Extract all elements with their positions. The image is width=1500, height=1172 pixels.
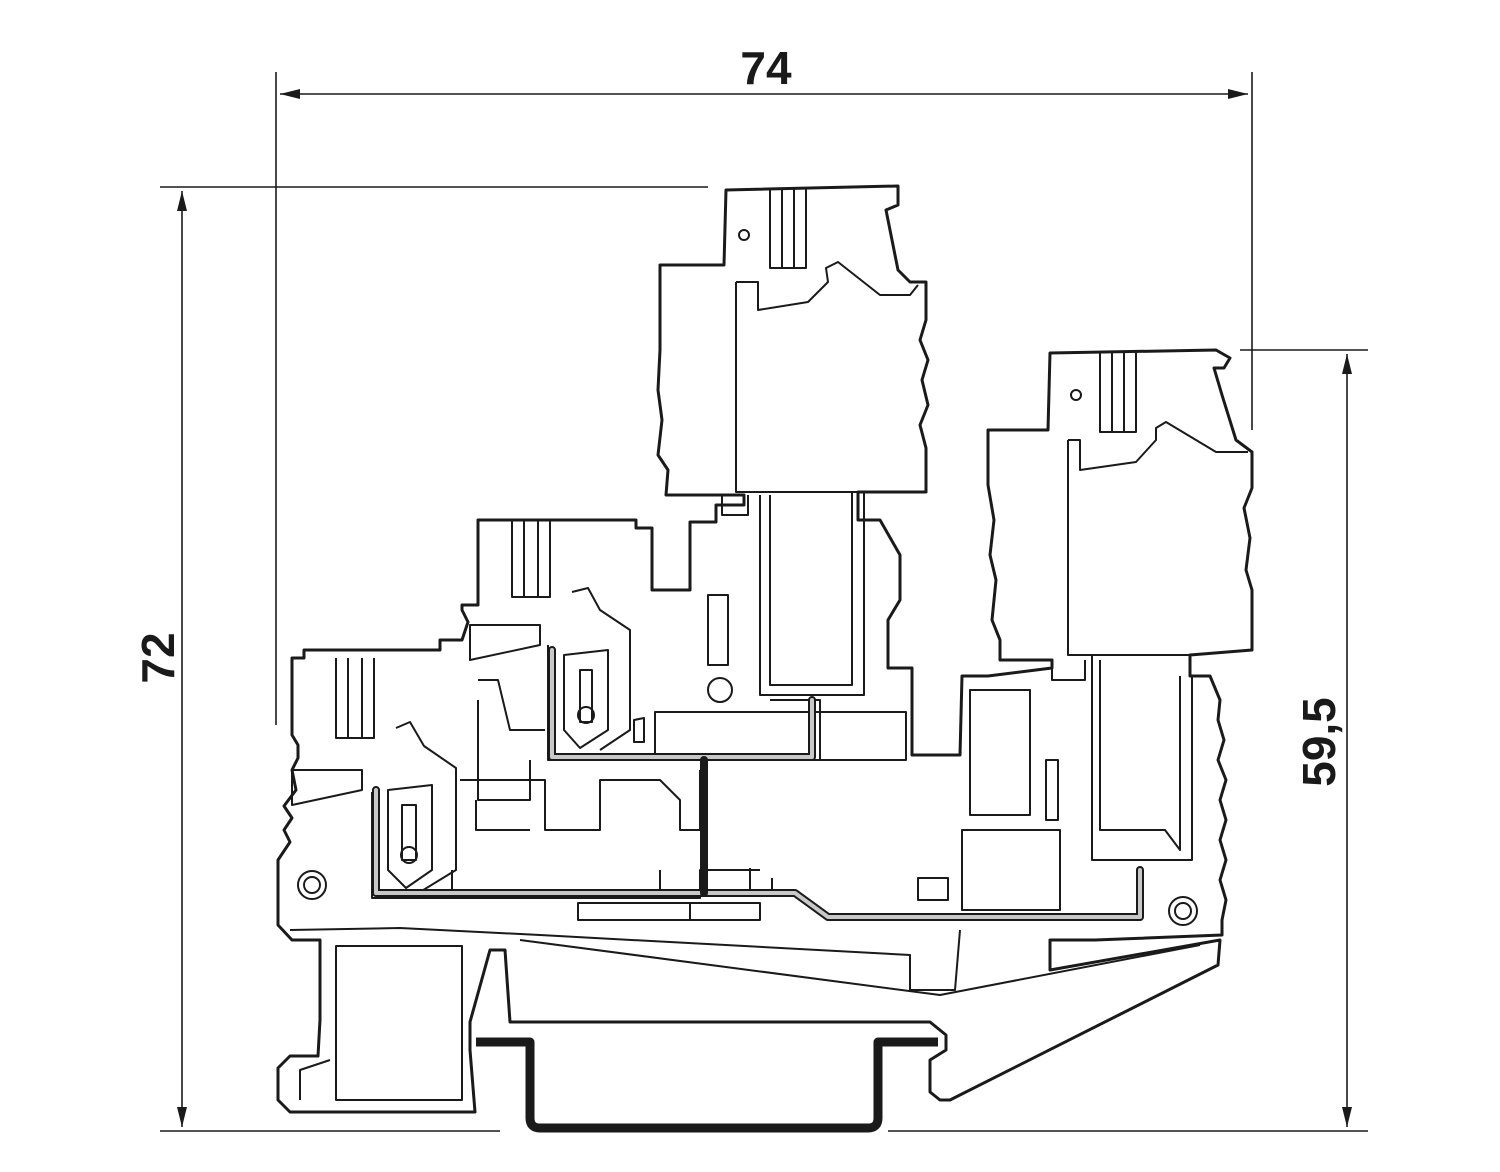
terminal-housing <box>276 184 1254 1114</box>
width-label: 74 <box>740 42 792 94</box>
partial-height-label: 59,5 <box>1293 697 1345 787</box>
busbar-lower <box>372 756 1144 921</box>
upper-plug-right <box>1051 352 1248 861</box>
upper-plug-center <box>721 188 919 696</box>
din-rail <box>476 1037 938 1133</box>
dimension-width: 74 <box>275 42 1253 725</box>
dimension-total-height: 72 <box>132 186 708 1132</box>
busbar-upper <box>548 646 816 761</box>
dimension-partial-height: 59,5 <box>888 349 1368 1132</box>
total-height-label: 72 <box>132 632 184 683</box>
